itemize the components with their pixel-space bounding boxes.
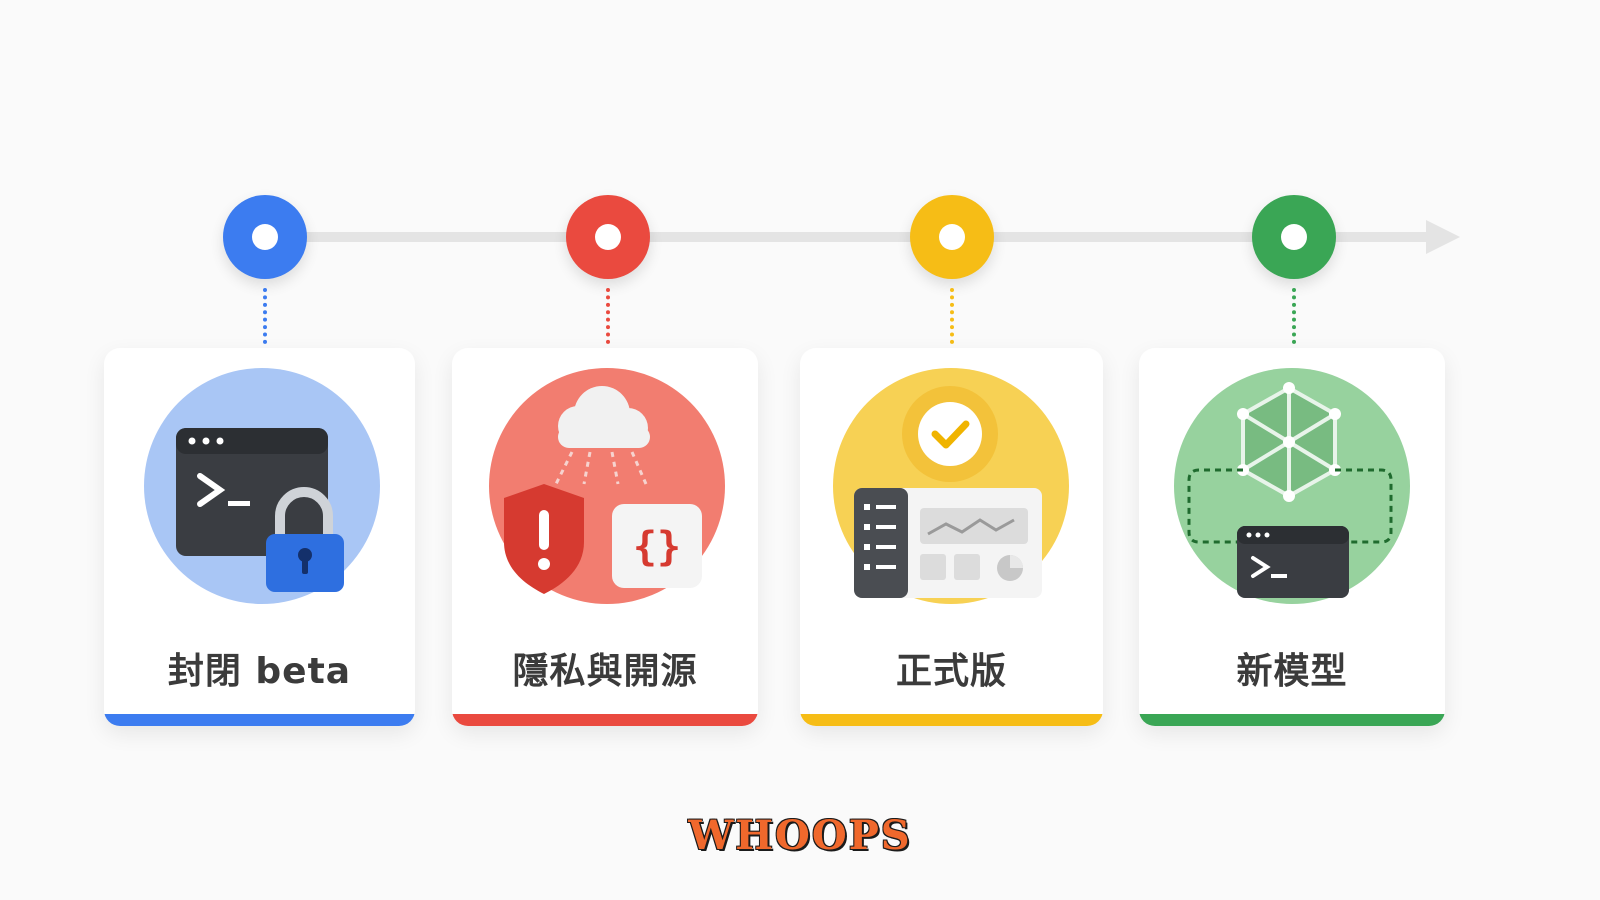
- verified-dashboard-icon: [854, 386, 1042, 598]
- timeline-arrow-icon: [1426, 220, 1460, 254]
- card-3-accent-bar: [800, 714, 1103, 726]
- card-2-accent-bar: [452, 714, 758, 726]
- milestone-card-3: 正式版: [800, 348, 1103, 726]
- milestone-node-3: [910, 195, 994, 279]
- svg-text:{}: {}: [633, 524, 681, 570]
- timeline-axis: [265, 232, 1435, 242]
- milestone-card-4: 新模型: [1139, 348, 1445, 726]
- card-4-accent-bar: [1139, 714, 1445, 726]
- milestone-node-1: [223, 195, 307, 279]
- milestone-label-4: 新模型: [1236, 651, 1348, 692]
- milestone-node-4: [1252, 195, 1336, 279]
- milestone-label-2: 隱私與開源: [512, 651, 698, 692]
- model-cube-terminal-icon: [1187, 382, 1393, 598]
- card-1-accent-bar: [104, 714, 415, 726]
- connector-2: [606, 288, 610, 344]
- milestone-label-3: 正式版: [895, 651, 1007, 692]
- whoops-watermark: WHOOPS: [688, 812, 912, 859]
- terminal-lock-icon: [176, 428, 344, 592]
- connector-1: [263, 288, 267, 344]
- cloud-shield-code-icon: {}: [504, 386, 702, 594]
- milestone-card-1: 封閉 beta: [104, 348, 415, 726]
- connector-3: [950, 288, 954, 344]
- connector-4: [1292, 288, 1296, 344]
- milestone-card-2: {} 隱私與開源: [452, 348, 758, 726]
- milestone-label-1: 封閉 beta: [167, 651, 352, 692]
- milestone-node-2: [566, 195, 650, 279]
